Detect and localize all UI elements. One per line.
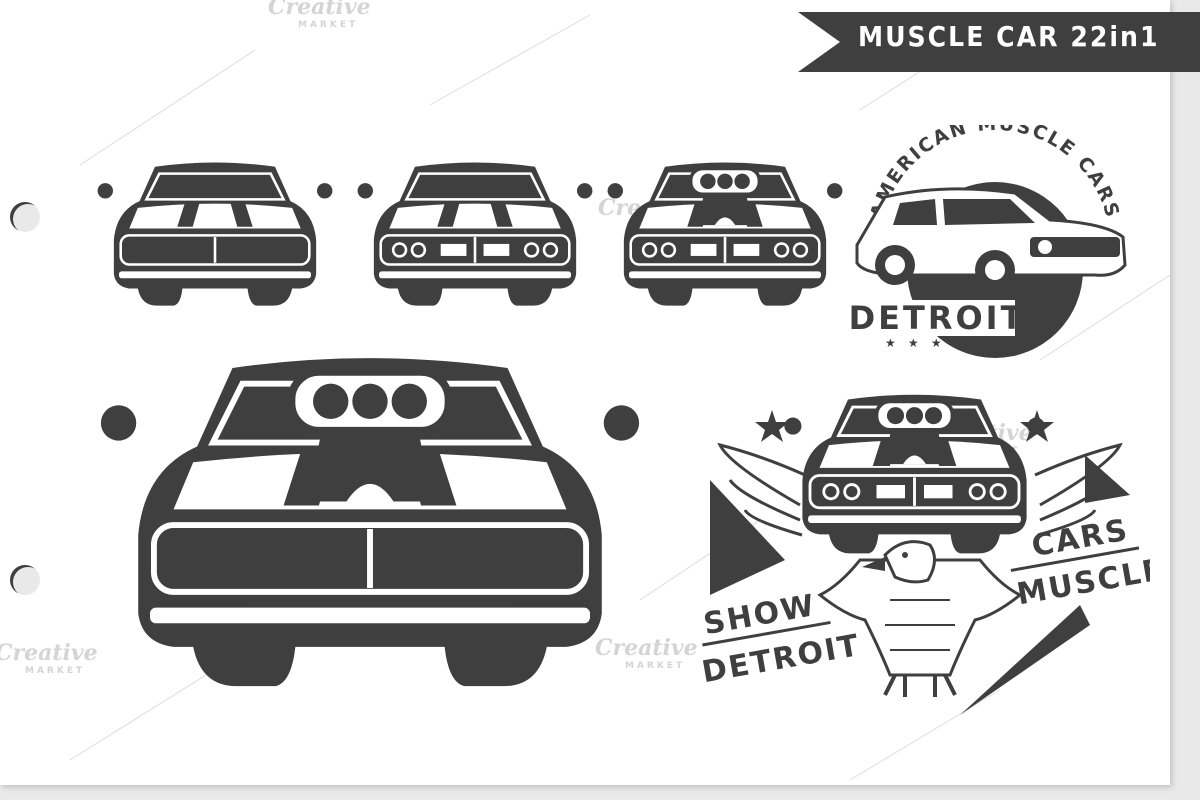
triangle-shape xyxy=(710,480,785,595)
car-front-icon xyxy=(96,161,334,307)
badge-text-cars: CARS xyxy=(1029,513,1132,564)
title-ribbon xyxy=(798,12,1200,72)
binder-hole xyxy=(10,202,40,232)
car-front-icon xyxy=(355,145,595,330)
car-front-icon xyxy=(95,330,645,730)
triangle-shape xyxy=(960,605,1090,715)
badge-detroit-show: SHOW DETROIT CARS MUSCLE xyxy=(699,385,1150,715)
star-icon xyxy=(755,410,789,442)
eagle-icon xyxy=(817,540,1023,697)
wing-icon xyxy=(717,442,1123,537)
car-front-icon xyxy=(605,145,845,330)
binder-hole xyxy=(10,565,40,595)
car-front-icon xyxy=(784,395,1044,554)
badge-american-muscle-cars: AMERICAN MUSCLE CARS DETROIT ★ ★ ★ xyxy=(849,125,1127,358)
car-side-icon xyxy=(855,187,1127,290)
badge-stars: ★ ★ ★ xyxy=(885,336,946,350)
page-title: MUSCLE CAR 22in1 xyxy=(858,20,1160,53)
badge-city: DETROIT xyxy=(849,299,1026,337)
